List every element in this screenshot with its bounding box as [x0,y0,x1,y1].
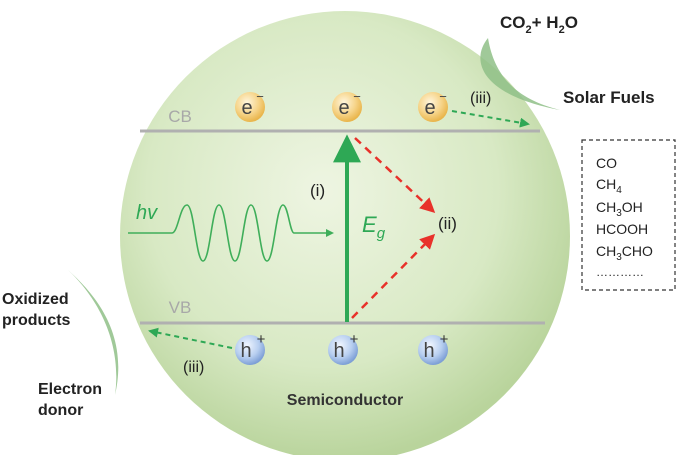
svg-text:+: + [350,331,359,348]
svg-text:+: + [257,331,266,348]
svg-text:h: h [423,340,434,362]
fuel-ch3oh: CH3OH [596,199,643,219]
fuel-hcooh: HCOOH [596,221,648,237]
semiconductor-label: Semiconductor [287,392,403,409]
hole-2: h + [328,331,359,365]
electron-3: e − [418,89,448,122]
fuel-ch4: CH4 [596,176,622,196]
vb-label: VB [169,298,192,317]
oxidized-products-line1: Oxidized [2,291,69,308]
step-iii-vb-label: (iii) [183,359,204,376]
step-ii-label: (ii) [438,214,457,233]
svg-text:−: − [256,89,264,104]
cb-label: CB [168,107,192,126]
fuel-more: ………… [596,265,644,279]
svg-text:−: − [439,89,447,104]
fuel-co: CO [596,155,617,171]
step-i-label: (i) [310,181,325,200]
reactants-label: CO2+ H2O [500,13,578,36]
svg-text:+: + [440,331,449,348]
left-swoosh [68,270,119,395]
hv-label: hv [136,202,158,224]
light-wave [128,204,330,262]
svg-text:h: h [240,340,251,362]
recombination-arrow-top [354,137,436,214]
hole-3: h + [418,331,449,365]
band-gap-label: Eg [362,212,386,242]
electron-donor-line2: donor [38,402,83,419]
svg-text:h: h [333,340,344,362]
svg-text:−: − [353,89,361,104]
fuels-list-box [581,139,676,291]
electron-1: e − [235,89,265,122]
light-arrowhead [326,229,334,237]
svg-text:e: e [424,97,435,119]
electron-2: e − [332,89,362,122]
recombination-arrow-bottom [351,233,436,319]
oxidized-products-line2: products [2,312,71,329]
vb-transfer-arrow [148,327,233,349]
svg-text:e: e [338,97,349,119]
step-iii-cb-label: (iii) [470,90,491,107]
electron-donor-line1: Electron [38,381,102,398]
hole-1: h + [235,331,266,365]
cb-transfer-arrow [451,110,530,128]
solar-fuels-title: Solar Fuels [563,88,655,107]
top-right-swoosh [480,38,560,110]
fuel-ch3cho: CH3CHO [596,243,653,263]
svg-text:e: e [241,97,252,119]
